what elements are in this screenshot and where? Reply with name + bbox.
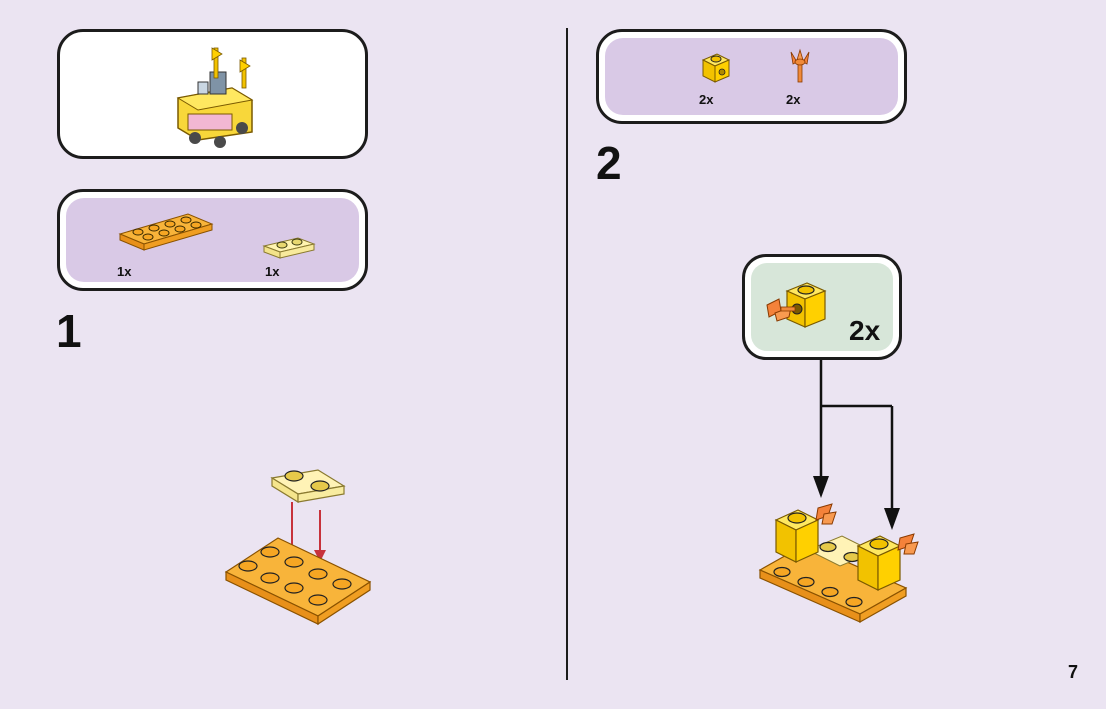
part-qty-yellow-brick: 2x <box>699 92 714 107</box>
part-qty-orange-flower: 2x <box>786 92 801 107</box>
orange-2x4-plate-part <box>118 213 214 251</box>
orange-flower-part <box>790 48 810 83</box>
yellow-1x1-brick-part <box>701 53 731 83</box>
parts-list-panel-step-2: 2x 2x <box>596 29 907 124</box>
subassembly-placement-arrows <box>813 360 900 530</box>
step-number-2: 2 <box>596 137 622 189</box>
transparent-yellow-1x2-plate-part <box>262 237 316 259</box>
parts-list-panel-step-1: 1x 1x <box>57 189 368 291</box>
subassembly-callout: 2x <box>742 254 902 360</box>
part-qty-transparent-plate: 1x <box>265 264 280 279</box>
parts-list-background: 1x 1x <box>66 198 359 282</box>
brick-with-flower-subassembly <box>766 282 827 328</box>
model-preview-panel <box>57 29 368 159</box>
step-divider-line <box>566 28 568 680</box>
subassembly-qty: 2x <box>849 315 881 346</box>
step-number-1: 1 <box>56 305 82 357</box>
part-qty-orange-plate: 1x <box>117 264 132 279</box>
step-2-assembly-illustration <box>758 503 919 624</box>
food-cart-model-image <box>176 47 254 148</box>
subassembly-background: 2x <box>751 263 893 351</box>
page-number: 7 <box>1067 662 1078 682</box>
parts-list-background: 2x 2x <box>605 38 898 115</box>
step-1-assembly-illustration <box>224 469 372 626</box>
